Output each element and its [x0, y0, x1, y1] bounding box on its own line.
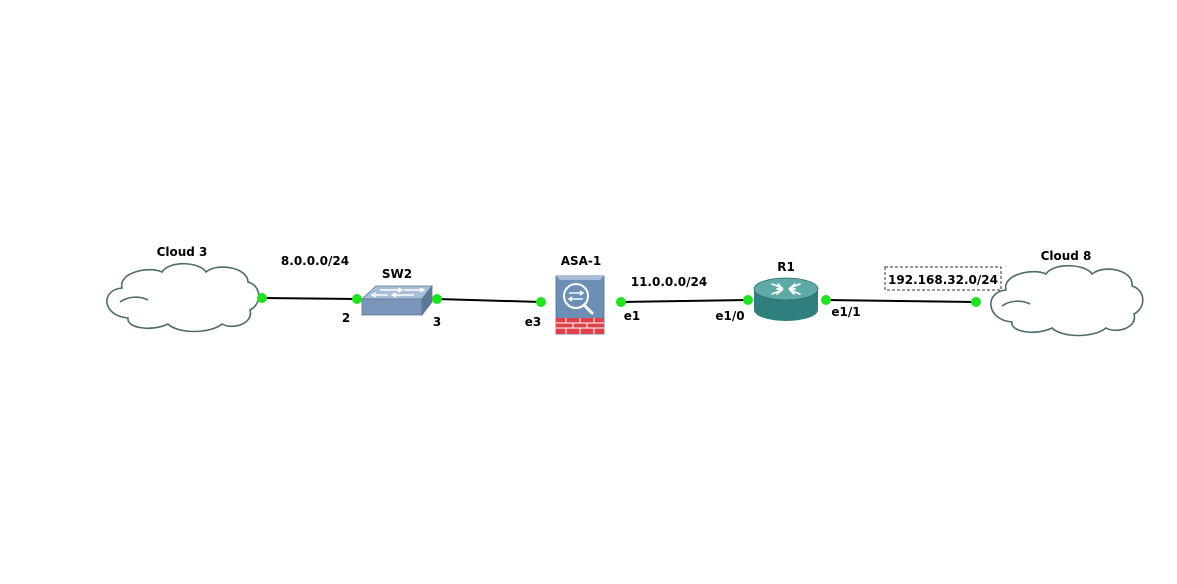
port-indicator-cloud8: [971, 297, 981, 307]
firewall-icon: [555, 275, 605, 335]
cloud-3-node[interactable]: Cloud 3: [106, 245, 260, 333]
cloud-8-node[interactable]: Cloud 8: [990, 249, 1144, 337]
link-r1-cloud8[interactable]: [825, 299, 977, 303]
switch-icon: [360, 284, 433, 317]
port-indicator-r1-e1-0: [743, 295, 753, 305]
link-cloud3-sw2[interactable]: [261, 297, 358, 300]
cloud-icon: [106, 262, 260, 333]
port-label-r1-e1-0: e1/0: [715, 309, 744, 323]
router-icon: [753, 277, 819, 321]
r1-label: R1: [777, 260, 795, 274]
port-indicator-asa1-e1: [616, 297, 626, 307]
port-indicator-asa1-e3: [536, 297, 546, 307]
subnet-label-r1-cloud8: 192.168.32.0/24: [888, 273, 998, 287]
sw2-label: SW2: [382, 267, 412, 281]
port-indicator-r1-e1-1: [821, 295, 831, 305]
port-label-asa1-e1: e1: [624, 309, 641, 323]
asa-1-label: ASA-1: [561, 254, 602, 268]
link-sw2-asa1[interactable]: [436, 298, 542, 303]
port-indicator-sw2-3: [432, 294, 442, 304]
port-label-asa1-e3: e3: [525, 315, 542, 329]
r1-node[interactable]: R1: [753, 260, 819, 321]
cloud-8-label: Cloud 8: [1041, 249, 1092, 263]
link-asa1-r1[interactable]: [620, 299, 749, 303]
sw2-node[interactable]: SW2: [360, 267, 433, 317]
cloud-icon: [990, 264, 1144, 337]
port-label-r1-e1-1: e1/1: [831, 305, 860, 319]
port-indicator-cloud3: [257, 293, 267, 303]
cloud-3-label: Cloud 3: [157, 245, 208, 259]
subnet-label-asa1-r1: 11.0.0.0/24: [631, 275, 708, 289]
port-label-sw2-2: 2: [342, 311, 350, 325]
asa-1-node[interactable]: ASA-1: [555, 254, 605, 335]
port-indicator-sw2-2: [352, 294, 362, 304]
subnet-label-box[interactable]: [884, 266, 1002, 291]
port-label-sw2-3: 3: [433, 315, 441, 329]
subnet-label-cloud3-sw2: 8.0.0.0/24: [281, 254, 349, 268]
